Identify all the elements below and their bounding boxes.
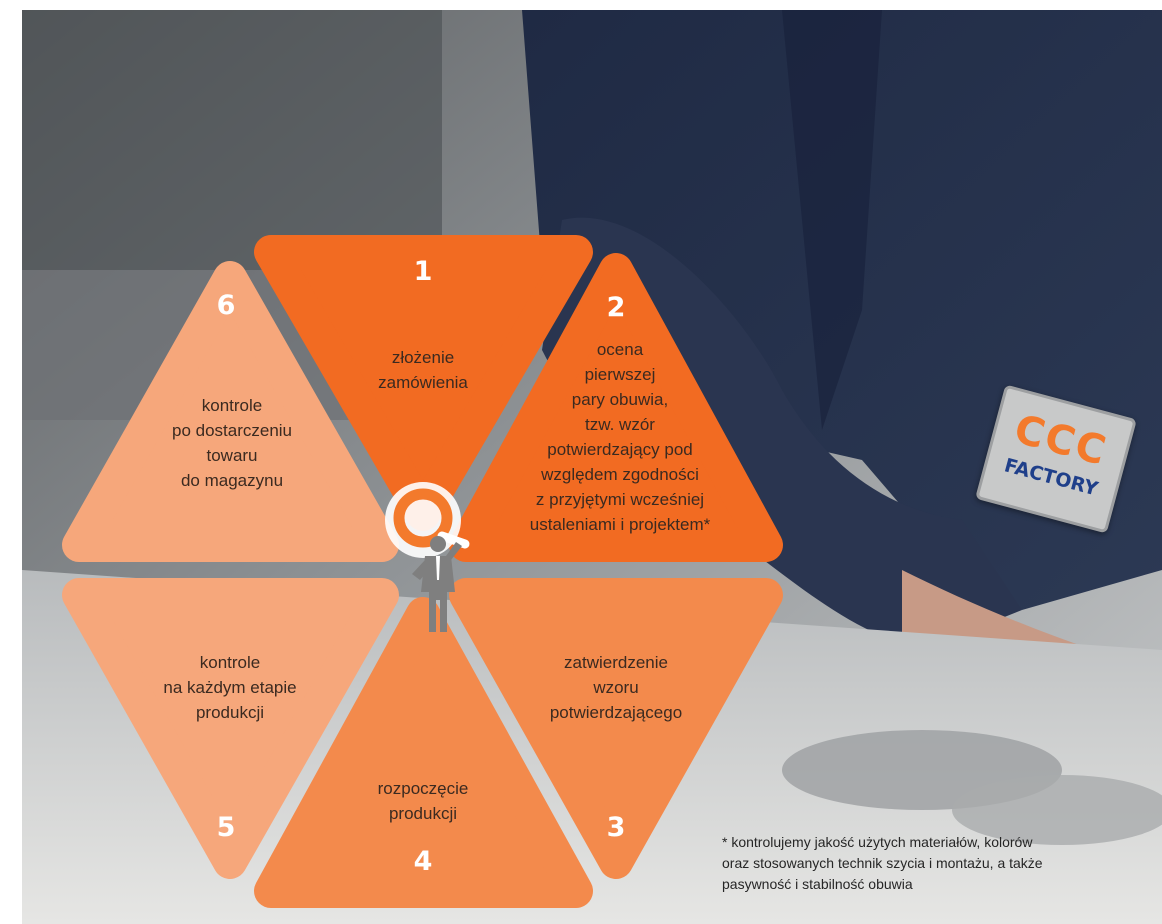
- step-2-text: ocena pierwszej pary obuwia, tzw. wzór p…: [529, 340, 711, 534]
- triangle-step-2: [449, 253, 783, 562]
- triangle-step-3: [449, 578, 783, 879]
- step-6-text: kontrole po dostarczeniu towaru do magaz…: [171, 396, 293, 490]
- step-3-number: 3: [606, 812, 626, 843]
- step-6-number: 6: [216, 290, 236, 321]
- step-3-text: zatwierdzenie wzoru potwierdzającego: [549, 653, 683, 722]
- step-2-number: 2: [606, 292, 626, 323]
- inspector-with-magnifier-icon: [385, 482, 470, 632]
- triangle-step-1: [254, 235, 593, 531]
- step-1-number: 1: [413, 256, 433, 287]
- triangle-step-5: [62, 578, 399, 879]
- triangle-step-6: [62, 261, 399, 562]
- step-5-text: kontrole na każdym etapie produkcji: [163, 653, 297, 722]
- step-5-number: 5: [216, 812, 236, 843]
- step-4-text: rozpoczęcie produkcji: [377, 779, 469, 823]
- triangle-step-4: [254, 597, 593, 908]
- step-4-number: 4: [413, 846, 433, 877]
- footnote: * kontrolujemy jakość użytych materiałów…: [722, 834, 1043, 892]
- step-1-text: złożenie zamówienia: [378, 348, 468, 392]
